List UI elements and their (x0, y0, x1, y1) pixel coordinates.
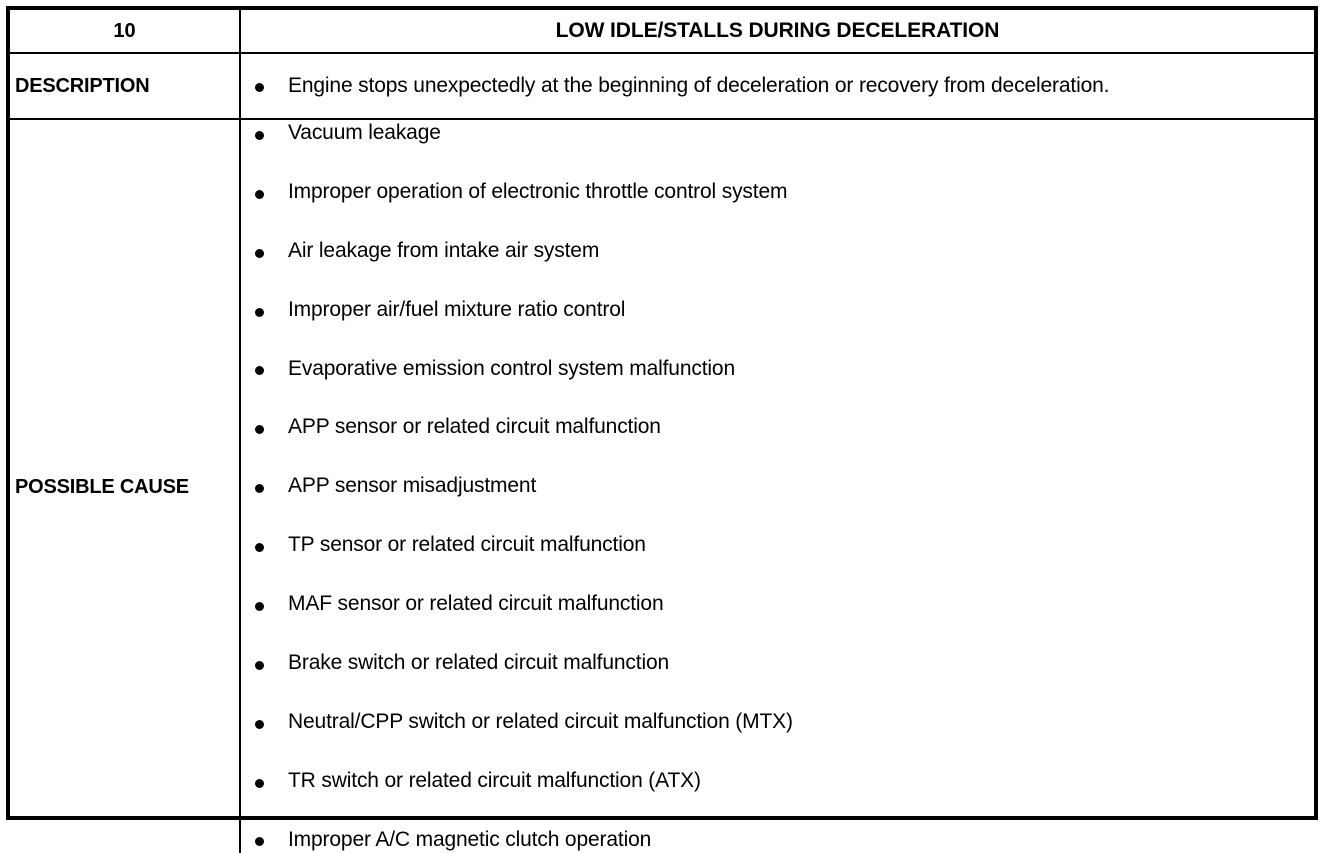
description-list: Engine stops unexpectedly at the beginni… (241, 73, 1314, 100)
list-item: Vacuum leakage (241, 120, 1314, 147)
description-content-cell: Engine stops unexpectedly at the beginni… (241, 54, 1314, 118)
page-title: LOW IDLE/STALLS DURING DECELERATION (241, 19, 1314, 42)
diagnostic-table: 10 LOW IDLE/STALLS DURING DECELERATION D… (6, 6, 1318, 820)
list-item: TP sensor or related circuit malfunction (241, 532, 1314, 559)
possible-cause-label-cell: POSSIBLE CAUSE (10, 120, 241, 853)
list-item: APP sensor misadjustment (241, 473, 1314, 500)
list-item: Improper A/C magnetic clutch operation (241, 827, 1314, 853)
list-item: TR switch or related circuit malfunction… (241, 768, 1314, 795)
list-item: APP sensor or related circuit malfunctio… (241, 414, 1314, 441)
description-label: DESCRIPTION (15, 75, 149, 97)
header-title-cell: LOW IDLE/STALLS DURING DECELERATION (241, 10, 1314, 52)
list-item: Improper operation of electronic throttl… (241, 179, 1314, 206)
list-item: Brake switch or related circuit malfunct… (241, 650, 1314, 677)
possible-cause-row: POSSIBLE CAUSE Vacuum leakage Improper o… (10, 120, 1314, 853)
description-row: DESCRIPTION Engine stops unexpectedly at… (10, 54, 1314, 120)
table-header-row: 10 LOW IDLE/STALLS DURING DECELERATION (10, 10, 1314, 54)
header-number-cell: 10 (10, 10, 241, 52)
trouble-number: 10 (113, 20, 135, 42)
list-item: Air leakage from intake air system (241, 238, 1314, 265)
list-item: Neutral/CPP switch or related circuit ma… (241, 709, 1314, 736)
possible-cause-list: Vacuum leakage Improper operation of ele… (241, 120, 1314, 853)
page-sheet: 10 LOW IDLE/STALLS DURING DECELERATION D… (0, 0, 1344, 830)
list-item: Engine stops unexpectedly at the beginni… (241, 73, 1314, 100)
description-label-cell: DESCRIPTION (10, 54, 241, 118)
list-item: Improper air/fuel mixture ratio control (241, 297, 1314, 324)
possible-cause-label: POSSIBLE CAUSE (15, 476, 189, 498)
possible-cause-content-cell: Vacuum leakage Improper operation of ele… (241, 120, 1314, 853)
list-item: Evaporative emission control system malf… (241, 356, 1314, 383)
list-item: MAF sensor or related circuit malfunctio… (241, 591, 1314, 618)
